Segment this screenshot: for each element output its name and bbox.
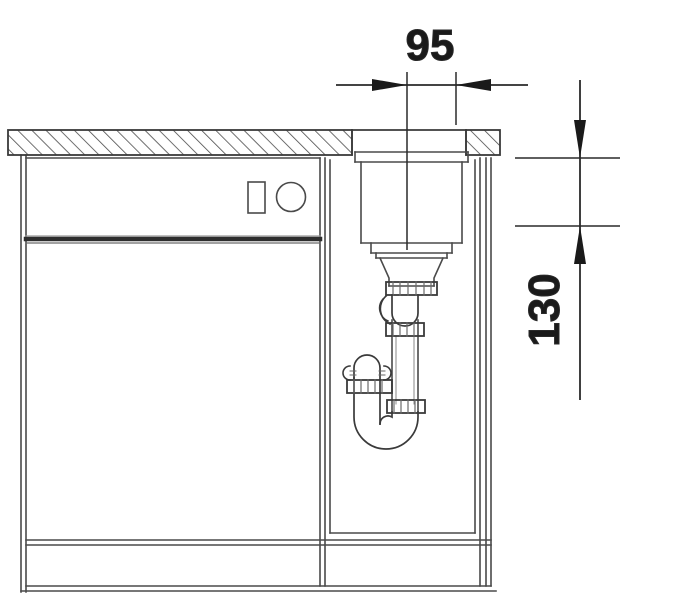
front-panel-rectangle <box>247 181 266 214</box>
pipe-connector-nut-mid <box>385 322 425 337</box>
pipe-connector-nut-upper <box>385 281 438 296</box>
dimension-130: 130 <box>515 80 620 400</box>
pipe-connector-nut-lower <box>386 399 426 414</box>
countertop-slab <box>7 129 501 156</box>
cabinet-carcass <box>20 154 497 593</box>
front-panel-circle <box>275 181 307 213</box>
sink-bowl <box>354 151 469 259</box>
arrowhead-left <box>372 79 407 91</box>
drawer-separation-line <box>23 235 323 244</box>
dimension-label-130: 130 <box>520 273 569 346</box>
dimension-95: 95 <box>336 21 528 250</box>
cabinet-plinth-base <box>25 539 492 546</box>
swivel-elbow-joint <box>378 294 419 327</box>
p-trap-u-bend <box>353 377 419 450</box>
dimension-label-95: 95 <box>406 21 455 70</box>
cabinet-interior-partition <box>319 157 492 587</box>
drain-outlet-taper <box>378 256 445 287</box>
arrowhead-bottom <box>574 226 586 264</box>
arrowhead-right <box>456 79 491 91</box>
trap-cleanout-cap <box>342 354 393 394</box>
front-panel-features <box>247 181 307 214</box>
arrowhead-top <box>574 120 586 158</box>
